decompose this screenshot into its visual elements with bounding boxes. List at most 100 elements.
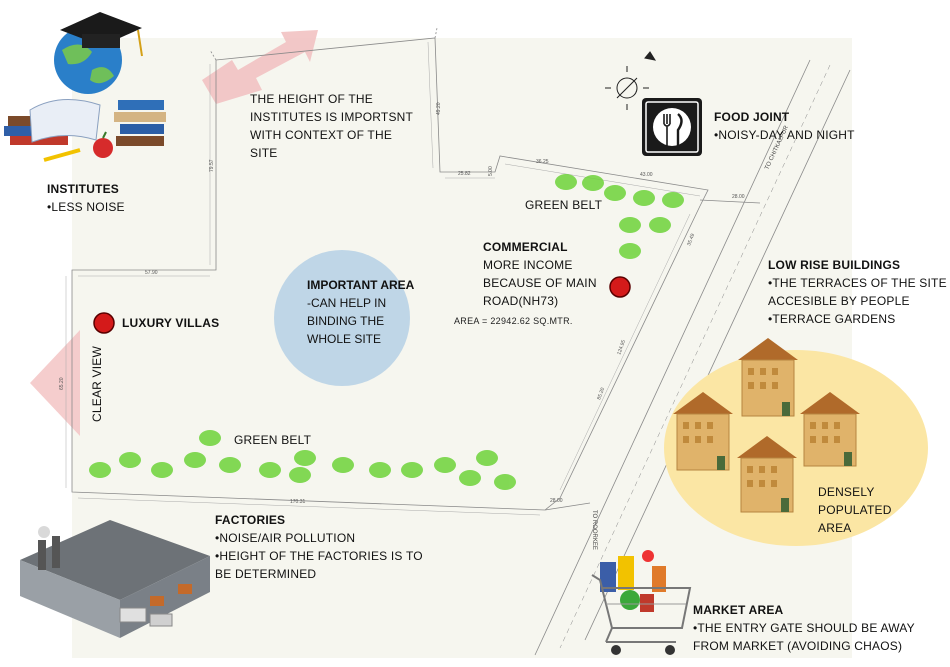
tree — [582, 175, 604, 191]
food-joint-label: FOOD JOINT •NOISY-DAY AND NIGHT — [714, 108, 855, 144]
commercial-label: COMMERCIAL MORE INCOME BECAUSE OF MAIN R… — [483, 238, 597, 310]
tree — [476, 450, 498, 466]
height-arrow — [202, 30, 318, 104]
height-note-line: SITE — [250, 146, 278, 160]
dimension-lines — [65, 41, 701, 516]
low-rise-circle — [664, 350, 928, 546]
institutes-point: •LESS NOISE — [47, 200, 125, 214]
food-joint-title: FOOD JOINT — [714, 110, 790, 124]
tree — [619, 217, 641, 233]
commercial-marker — [609, 276, 631, 298]
institutes-title: INSTITUTES — [47, 182, 120, 196]
dim-35-49: 35.49 — [686, 233, 696, 247]
fork-knife-icon — [642, 98, 702, 156]
height-note-line: WITH CONTEXT OF THE — [250, 128, 393, 142]
green-belt-bottom-label: GREEN BELT — [234, 433, 312, 447]
tree — [289, 467, 311, 483]
tree — [633, 190, 655, 206]
height-note-line: INSTITUTES IS IMPORTSNT — [250, 110, 414, 124]
clear-view-label: CLEAR VIEW — [90, 345, 104, 422]
tree — [494, 474, 516, 490]
tree — [604, 185, 626, 201]
dim-170-31: 170.31 — [290, 499, 306, 505]
tree — [369, 462, 391, 478]
luxury-villas-label: LUXURY VILLAS — [122, 316, 220, 330]
clear-view-arrow — [30, 330, 80, 436]
main-road — [534, 59, 851, 656]
dim-79-57: 79.57 — [209, 159, 215, 172]
factories-label: FACTORIES •NOISE/AIR POLLUTION •HEIGHT O… — [215, 511, 423, 583]
factories-point: •NOISE/AIR POLLUTION — [215, 531, 356, 545]
dim-85-20: 85.20 — [596, 387, 606, 401]
commercial-line: MORE INCOME — [483, 258, 573, 272]
food-joint-point: •NOISY-DAY AND NIGHT — [714, 128, 855, 142]
tree — [662, 192, 684, 208]
dim-25-82: 25.82 — [458, 171, 471, 177]
tree — [259, 462, 281, 478]
height-note-line: THE HEIGHT OF THE — [250, 92, 373, 106]
green-belt-top-trees — [555, 174, 684, 259]
tree — [555, 174, 577, 190]
site-boundary — [71, 27, 709, 511]
tree — [119, 452, 141, 468]
house-icons — [673, 338, 860, 513]
tree — [294, 450, 316, 466]
dim-5-00: 5.00 — [488, 166, 494, 176]
tree — [619, 243, 641, 259]
house-icon — [738, 338, 798, 417]
market-point: •THE ENTRY GATE SHOULD BE AWAY — [693, 621, 915, 635]
shopping-cart-icon — [591, 550, 692, 655]
low-rise-point: •TERRACE GARDENS — [768, 312, 896, 326]
important-area-title: IMPORTANT AREA — [307, 278, 415, 292]
house-icon — [800, 392, 860, 467]
house-icon — [673, 392, 733, 471]
tree — [401, 462, 423, 478]
low-rise-title: LOW RISE BUILDINGS — [768, 258, 901, 272]
tree — [332, 457, 354, 473]
graduation-cap-books-globe-icon — [4, 12, 166, 162]
densely-line: POPULATED — [818, 503, 892, 517]
factories-point: BE DETERMINED — [215, 567, 317, 581]
market-area-label: MARKET AREA •THE ENTRY GATE SHOULD BE AW… — [693, 601, 915, 655]
green-belt-top-label: GREEN BELT — [525, 198, 603, 212]
tree — [89, 462, 111, 478]
factories-title: FACTORIES — [215, 513, 286, 527]
important-area-desc: -CAN HELP IN BINDING THE WHOLE SITE — [307, 296, 387, 346]
tree — [219, 457, 241, 473]
low-rise-point: ACCESIBLE BY PEOPLE — [768, 294, 910, 308]
densely-populated-label: DENSELY POPULATED AREA — [818, 483, 892, 537]
tree — [184, 452, 206, 468]
tree — [459, 470, 481, 486]
dim-57-90: 57.90 — [145, 270, 158, 276]
road-label-roorkee: TO ROORKEE — [591, 510, 597, 550]
luxury-villas-marker — [93, 312, 115, 334]
low-rise-label: LOW RISE BUILDINGS •THE TERRACES OF THE … — [768, 256, 947, 328]
factory-icon — [20, 520, 210, 638]
dim-124-95: 124.95 — [616, 339, 627, 356]
commercial-line: BECAUSE OF MAIN — [483, 276, 597, 290]
dim-28-00-top: 28.00 — [732, 194, 745, 200]
tree — [434, 457, 456, 473]
important-area-circle — [274, 250, 410, 386]
low-rise-point: •THE TERRACES OF THE SITE — [768, 276, 947, 290]
market-title: MARKET AREA — [693, 603, 784, 617]
dim-43-00: 43.00 — [640, 172, 653, 178]
institutes-label: INSTITUTES •LESS NOISE — [47, 180, 125, 216]
factories-point: •HEIGHT OF THE FACTORIES IS TO — [215, 549, 423, 563]
tree — [199, 430, 221, 446]
dim-49-20: 49.20 — [436, 102, 442, 115]
commercial-title: COMMERCIAL — [483, 240, 568, 254]
tree — [151, 462, 173, 478]
important-area-text: IMPORTANT AREA -CAN HELP IN BINDING THE … — [307, 276, 417, 348]
compass-icon — [605, 51, 657, 110]
house-icon — [737, 436, 797, 513]
densely-line: AREA — [818, 521, 852, 535]
dim-36-25: 36.25 — [536, 159, 549, 165]
green-belt-bottom-trees — [89, 430, 516, 490]
tree — [649, 217, 671, 233]
commercial-line: ROAD(NH73) — [483, 294, 559, 308]
dim-65-20: 65.20 — [59, 377, 65, 390]
height-note: THE HEIGHT OF THE INSTITUTES IS IMPORTSN… — [250, 90, 413, 162]
dim-28-00-bottom: 28.00 — [550, 498, 563, 504]
